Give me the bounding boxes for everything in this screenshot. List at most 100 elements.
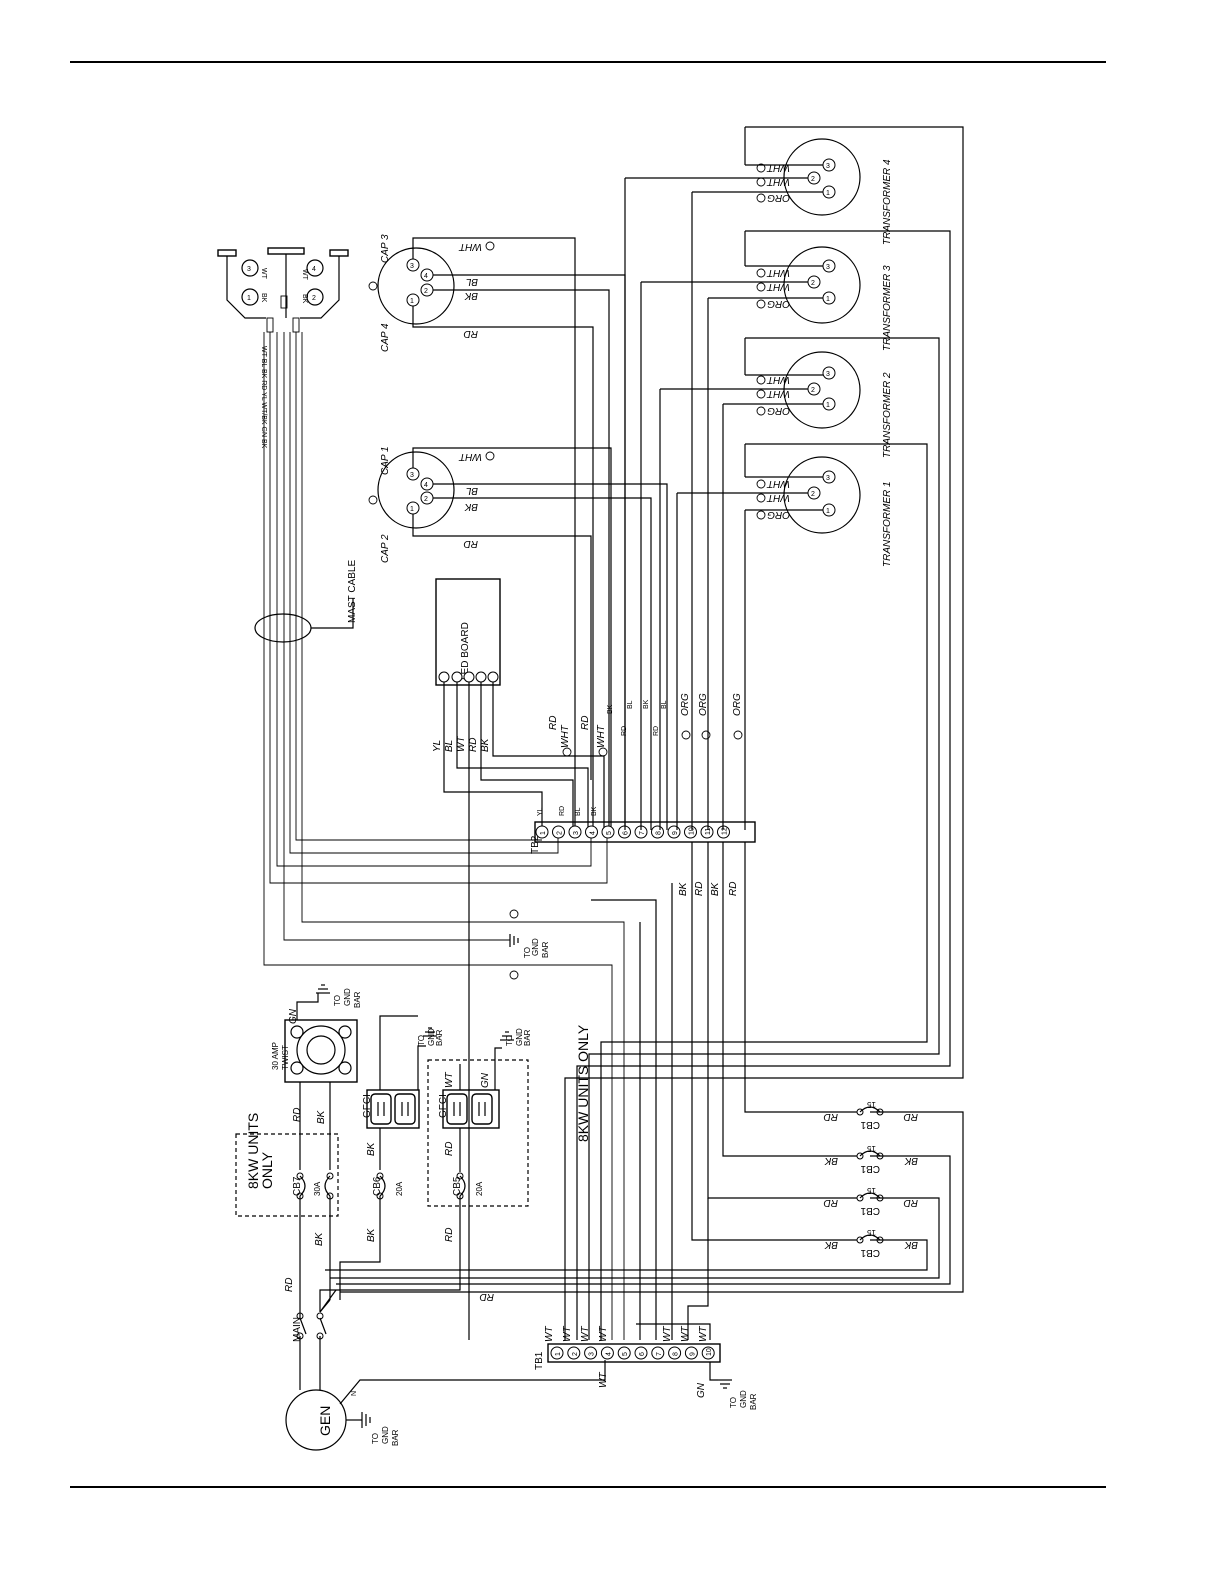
svg-text:YL: YL [537,807,544,816]
svg-text:WT: WT [680,1326,691,1342]
t4-wire-wht1: WHT [766,162,790,173]
svg-text:ORG: ORG [680,693,691,716]
tb2-terminal [585,825,598,839]
svg-text:GN: GN [288,1008,299,1024]
tb2-terminal-number: 9 [672,831,679,835]
units-8kw-box-left: 8KW UNITS ONLY CB7 30A BK RD [235,1113,339,1312]
svg-text:BL: BL [466,276,478,287]
tb2-terminal-number: 4 [590,831,597,835]
svg-text:TO: TO [523,947,532,958]
cap1-label: CAP 1 [380,446,391,475]
tb1-terminal [567,1346,581,1360]
svg-text:BK: BK [316,1109,327,1124]
svg-text:WT: WT [260,268,267,280]
bottom-rule [70,1486,1106,1488]
transformer-4: 3 2 1 WHT WHT ORG TRANSFORMER 4 [564,126,964,1340]
svg-text:20A: 20A [395,1181,404,1196]
tb2-terminal-number: 3 [573,831,580,835]
tb1-terminal-number: 4 [605,1352,612,1356]
svg-text:3: 3 [410,472,414,479]
svg-text:BK: BK [366,1141,377,1156]
svg-text:ORG: ORG [767,509,790,520]
svg-text:GFCI: GFCI [362,1094,373,1118]
svg-text:TO: TO [417,1035,426,1046]
tb1-terminal-number: 8 [673,1352,680,1356]
svg-text:RD: RD [464,538,478,549]
units-8kw-box-right: 8KW UNITS ONLY GFCI TO GND BAR WT GN RD … [319,1024,591,1312]
svg-text:WHT: WHT [766,492,790,503]
svg-text:RD: RD [824,1111,838,1122]
svg-text:BK: BK [607,704,614,714]
svg-text:BK: BK [903,1239,918,1250]
svg-text:CB7: CB7 [292,1176,303,1196]
svg-text:BK: BK [463,290,478,301]
cap-3-4: 3 4 2 1 CAP 4 CAP 3 WHT BL BK RD [368,234,626,830]
cap2-label: CAP 2 [380,534,391,563]
tb2-label: TB2 [530,835,541,854]
svg-text:1: 1 [826,508,830,515]
svg-text:BAR: BAR [541,941,550,958]
svg-text:RD: RD [904,1197,918,1208]
tb2-terminal-number: 1 [540,831,547,835]
svg-text:3: 3 [247,266,251,273]
svg-text:BK: BK [260,293,267,303]
svg-text:2: 2 [811,280,815,287]
svg-text:WT: WT [698,1326,709,1342]
svg-text:RD: RD [284,1278,295,1292]
svg-text:WHT: WHT [766,281,790,292]
tb2-terminal [684,825,697,839]
svg-text:GFCI: GFCI [438,1094,449,1118]
svg-text:ORG: ORG [732,693,743,716]
mast-cable-wires: MAST CABLE [254,332,625,1340]
tb2-terminal-number: 5 [606,831,613,835]
tb2-terminal-number: 10 [689,827,696,835]
svg-text:WT: WT [662,1326,673,1342]
tb1-terminal-number: 6 [639,1352,646,1356]
cap3-label: CAP 3 [380,234,391,263]
t4-label: TRANSFORMER 4 [882,159,893,245]
tb1-terminal [634,1346,648,1360]
t2-label: TRANSFORMER 2 [882,372,893,458]
svg-text:ORG: ORG [767,405,790,416]
svg-text:15: 15 [867,1186,876,1195]
svg-text:20A: 20A [475,1181,484,1196]
svg-text:1: 1 [826,190,830,197]
svg-text:3: 3 [826,163,830,170]
svg-text:RD: RD [621,726,628,736]
svg-text:1: 1 [826,296,830,303]
svg-text:3: 3 [410,263,414,270]
svg-text:WT: WT [544,1326,555,1342]
svg-text:BK: BK [823,1155,838,1166]
svg-text:ORG: ORG [767,298,790,309]
svg-text:WHT: WHT [766,374,790,385]
svg-text:2: 2 [811,491,815,498]
mast-cable-label: MAST CABLE [347,560,358,623]
svg-text:BK: BK [710,881,721,896]
svg-text:RD: RD [468,738,479,752]
svg-text:3: 3 [826,264,830,271]
svg-text:BK: BK [301,294,308,304]
led-board: LED BOARD YL BL WT RD BK [432,578,605,1340]
tb1-terminal [684,1346,698,1360]
led-board-label: LED BOARD [460,622,471,680]
svg-text:BK: BK [591,806,598,816]
svg-text:WT: WT [580,1326,591,1342]
mast-connector: 3 1 4 2 WT BK WT BK WT BL BK RD YL WT/BK… [217,247,349,449]
svg-text:4: 4 [424,273,428,280]
svg-text:CB6: CB6 [372,1176,383,1196]
svg-text:TWIST: TWIST [281,1045,290,1070]
svg-text:BK: BK [366,1227,377,1242]
svg-text:2: 2 [424,288,428,295]
tb2-terminal-number: 6 [623,831,630,835]
t3-label: TRANSFORMER 3 [882,265,893,351]
svg-text:2: 2 [312,295,316,302]
svg-text:RD: RD [904,1111,918,1122]
svg-text:GND: GND [427,1028,436,1046]
svg-text:WT: WT [562,1326,573,1342]
svg-text:BK: BK [678,881,689,896]
svg-text:BL: BL [575,807,582,816]
svg-text:CB1: CB1 [860,1247,880,1258]
